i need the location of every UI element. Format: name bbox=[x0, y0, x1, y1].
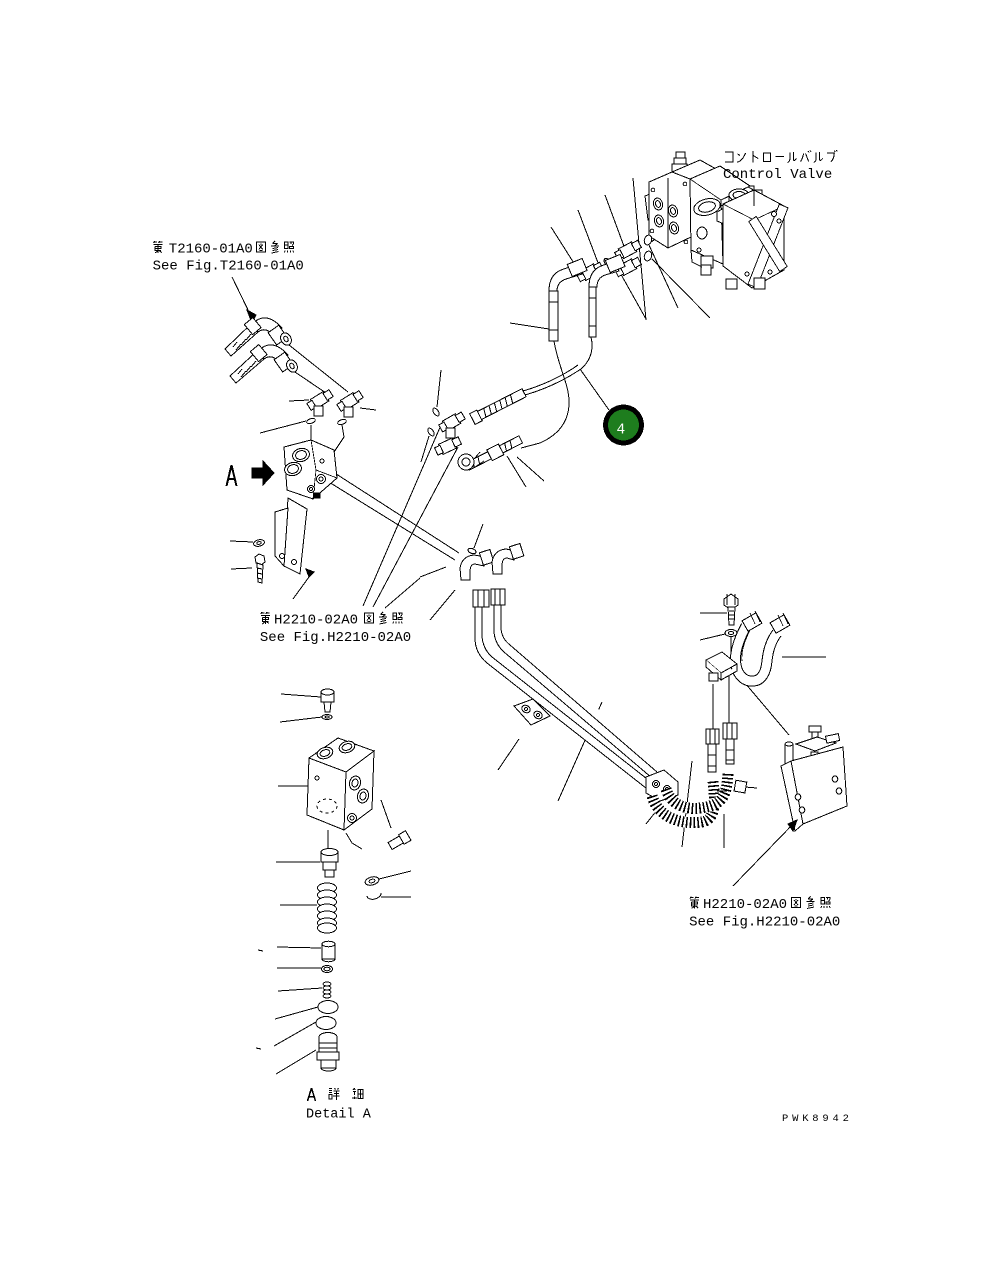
svg-text:T2160-01A0: T2160-01A0 bbox=[169, 242, 253, 258]
svg-text:Detail A: Detail A bbox=[306, 1108, 372, 1123]
svg-text:PWK8942: PWK8942 bbox=[782, 1113, 853, 1125]
svg-text:H2210-02A0: H2210-02A0 bbox=[703, 897, 787, 913]
svg-text:4: 4 bbox=[617, 423, 626, 439]
svg-text:H2210-02A0: H2210-02A0 bbox=[274, 612, 358, 628]
svg-text:See Fig.H2210-02A0: See Fig.H2210-02A0 bbox=[689, 915, 840, 931]
svg-text:See Fig.H2210-02A0: See Fig.H2210-02A0 bbox=[260, 630, 411, 646]
svg-text:Control Valve: Control Valve bbox=[723, 167, 832, 183]
svg-text:See Fig.T2160-01A0: See Fig.T2160-01A0 bbox=[153, 259, 304, 275]
